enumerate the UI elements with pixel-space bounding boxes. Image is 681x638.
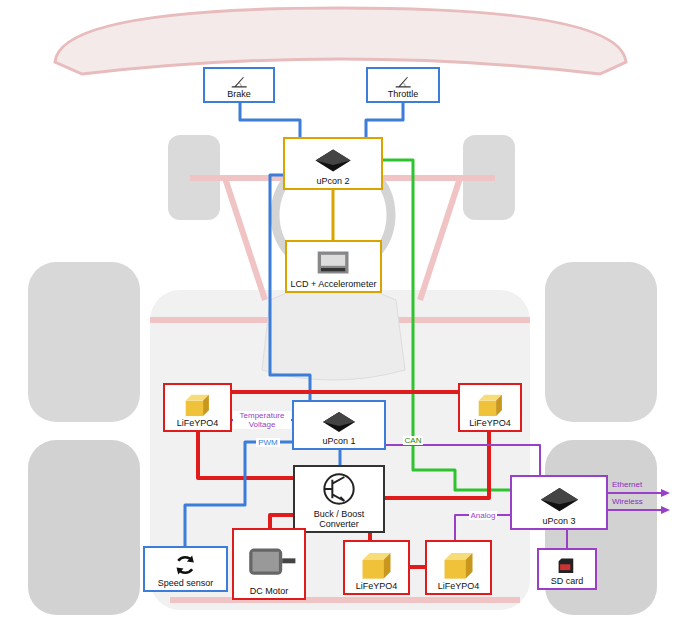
component-box: Buck / Boost Converter: [293, 465, 385, 533]
node-label: uPcon 2: [288, 176, 378, 186]
wire-connector: [385, 432, 489, 498]
front-bumper: [55, 8, 626, 74]
chip-icon: [318, 406, 360, 436]
wire-connector: [240, 103, 300, 137]
wire-connector: [386, 445, 540, 475]
wire-connector: [368, 533, 372, 540]
wire-connector: [566, 530, 568, 548]
chip-icon: [310, 143, 356, 176]
component-box: SD card: [537, 548, 597, 590]
component-box: LCD + Accelerometer: [285, 240, 382, 293]
wire-connector: [232, 390, 458, 394]
bat-icon: [434, 546, 483, 581]
side-pod: [28, 262, 140, 422]
node-label: Buck / Boost Converter: [298, 509, 380, 529]
controller-box: uPcon 3: [510, 475, 608, 530]
component-box: LiFeYPO4: [163, 383, 232, 432]
node-label: Brake: [208, 89, 270, 99]
node-label: SD card: [542, 576, 592, 586]
wire-connector: [270, 515, 293, 528]
node-label: uPcon 3: [515, 516, 603, 526]
node-label: DC Motor: [237, 586, 301, 596]
lcd-icon: [310, 246, 356, 279]
component-box: LiFeYPO4: [458, 383, 522, 432]
sd-icon: [552, 554, 583, 576]
wire-connector: [339, 450, 342, 465]
node-label: Speed sensor: [148, 578, 223, 588]
component-box: Brake: [203, 67, 275, 103]
link-label: Wireless: [612, 497, 643, 506]
chip-icon: [535, 481, 584, 516]
seat: [262, 285, 405, 380]
node-label: LCD + Accelerometer: [290, 279, 377, 289]
bat-icon: [352, 546, 401, 581]
bat-icon: [177, 389, 218, 418]
node-label: LiFeYPO4: [463, 418, 517, 428]
link-label: Ethernet: [612, 480, 642, 489]
node-label: LiFeYPO4: [168, 418, 227, 428]
signal-label: Analog: [469, 511, 498, 520]
rear-wheel: [28, 440, 140, 615]
external-link: [608, 493, 662, 510]
motor-icon: [236, 534, 302, 586]
bat-icon: [470, 389, 511, 418]
pedal-icon: [228, 73, 250, 89]
component-box: Speed sensor: [143, 546, 228, 592]
wire-connector: [366, 103, 403, 137]
side-pod: [545, 262, 657, 422]
signal-label: CAN: [403, 436, 424, 445]
frame-tubes: [150, 178, 530, 600]
component-box: LiFeYPO4: [343, 540, 410, 595]
sensor-icon: [167, 552, 203, 578]
node-label: Throttle: [371, 89, 435, 99]
component-box: Throttle: [366, 67, 440, 103]
node-label: LiFeYPO4: [348, 581, 405, 591]
wire-connector: [410, 565, 425, 569]
signal-label: PWM: [256, 438, 280, 447]
pedal-icon: [392, 73, 414, 89]
conv-icon: [311, 469, 367, 509]
external-arrowhead: [661, 489, 670, 514]
controller-box: uPcon 2: [283, 137, 383, 190]
node-label: uPcon 1: [297, 436, 381, 446]
controller-box: uPcon 1: [292, 400, 386, 450]
node-label: LiFeYPO4: [430, 581, 487, 591]
signal-label: Temperature Voltage: [233, 411, 291, 429]
component-box: DC Motor: [232, 528, 306, 600]
wire-connector: [332, 190, 335, 240]
component-box: LiFeYPO4: [425, 540, 492, 595]
